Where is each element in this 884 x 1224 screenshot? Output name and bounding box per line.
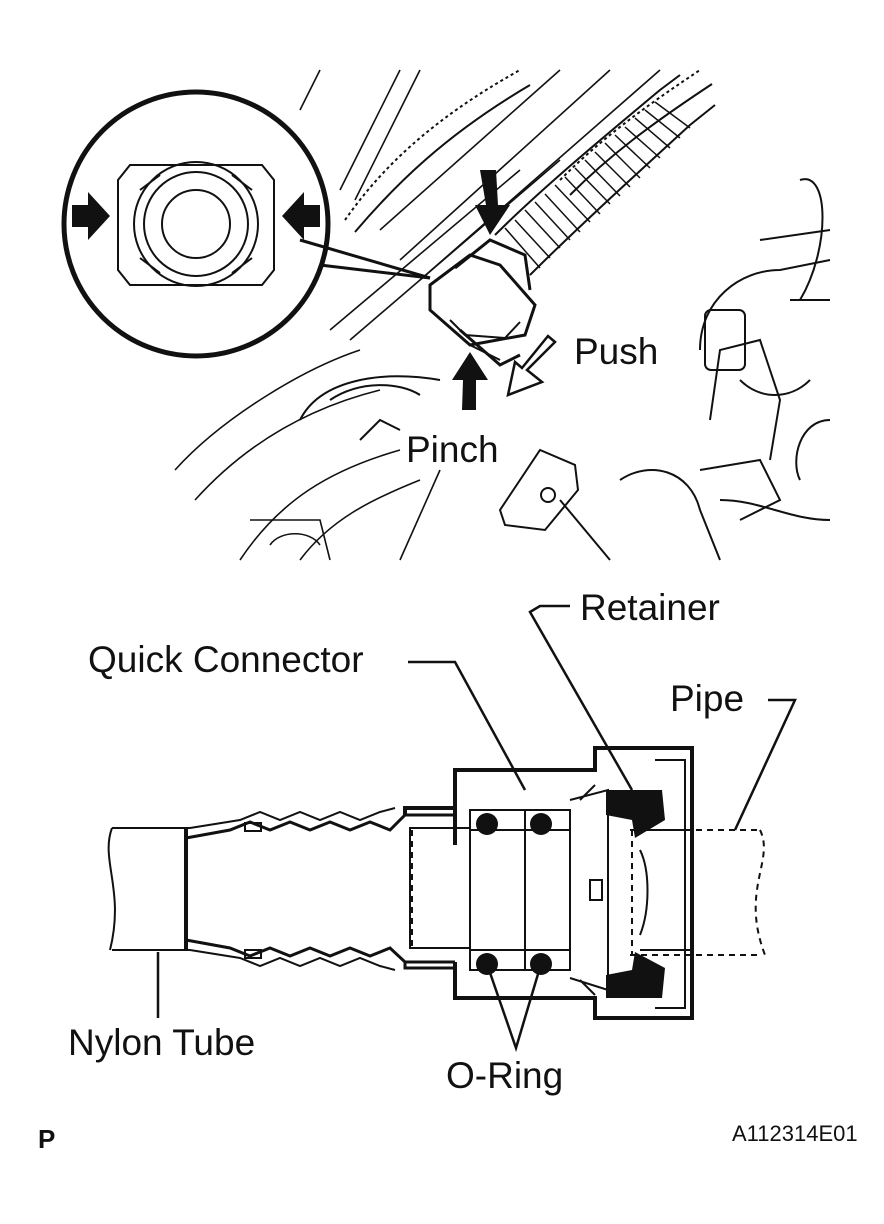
- harness-tubes: [344, 69, 713, 233]
- o-ring-top-right: [530, 813, 552, 835]
- background-lines: [174, 69, 661, 561]
- retainer-label: Retainer: [580, 587, 720, 628]
- nylon-tube-label: Nylon Tube: [68, 1022, 255, 1063]
- right-side-components: [619, 178, 831, 561]
- connector-cross-section: [107, 604, 797, 1053]
- leader-lines: [156, 604, 797, 1053]
- o-ring-label: O-Ring: [446, 1055, 563, 1096]
- magnifier-circle: [61, 89, 431, 359]
- push-label: Push: [574, 331, 658, 372]
- left-pinch-arrow-icon: [72, 192, 110, 240]
- pipe-leader: [733, 698, 797, 831]
- push-arrow-icon: [506, 334, 557, 397]
- bracket: [299, 375, 611, 561]
- quick-connector-label: Quick Connector: [88, 639, 364, 680]
- quick-connector-leader: [408, 660, 527, 791]
- pinch-arrow-up-icon: [452, 352, 488, 410]
- pinch-arrow-down-icon: [475, 170, 510, 235]
- pinch-label: Pinch: [406, 429, 499, 470]
- engine-bay-illustration: [61, 69, 831, 561]
- retainer: [606, 790, 665, 998]
- right-pinch-arrow-icon: [282, 192, 320, 240]
- retainer-leader: [528, 604, 634, 791]
- pipe: [411, 829, 766, 956]
- fuel-hose: [494, 74, 716, 276]
- nylon-tube: [107, 807, 455, 971]
- connector-end-view: [117, 161, 275, 287]
- o-ring-leader: [485, 963, 543, 1053]
- quick-connector-housing: [403, 746, 694, 1020]
- o-ring-top-left: [476, 813, 498, 835]
- connector-top-view: [428, 238, 537, 367]
- figure-id: A112314E01: [732, 1121, 858, 1146]
- panel-mark: P: [38, 1124, 55, 1154]
- pipe-label: Pipe: [670, 678, 744, 719]
